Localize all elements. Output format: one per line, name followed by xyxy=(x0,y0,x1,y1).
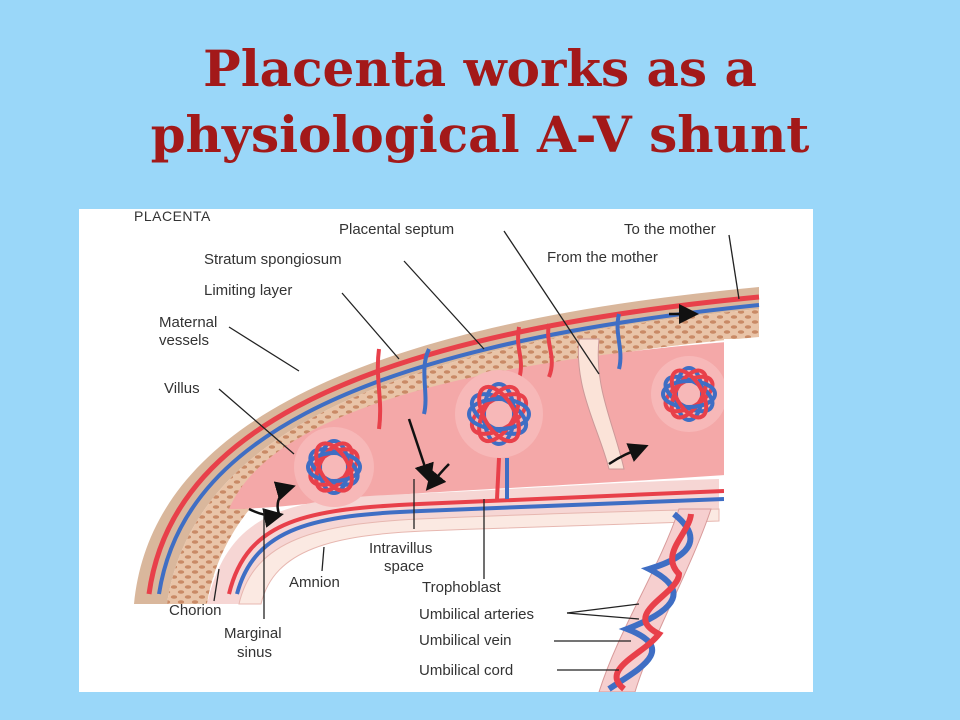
placenta-illustration: PLACENTA Placental septum To the mother … xyxy=(134,209,813,692)
label-limiting-layer: Limiting layer xyxy=(204,282,292,299)
blank-area xyxy=(724,339,813,692)
diagram-heading: PLACENTA xyxy=(134,209,211,224)
amnion-layer xyxy=(238,508,720,605)
label-intravillus-space-line2: space xyxy=(384,558,424,575)
villus-tree xyxy=(651,356,727,432)
label-maternal-vessels-line2: vessels xyxy=(159,332,209,349)
maternal-artery xyxy=(146,294,760,595)
label-trophoblast: Trophoblast xyxy=(422,579,501,596)
spiral-artery xyxy=(375,348,383,430)
label-amnion: Amnion xyxy=(289,574,340,591)
chorionic-artery xyxy=(227,489,725,595)
spiral-artery xyxy=(516,326,523,380)
title-line-1: Placenta works as a xyxy=(203,39,757,98)
label-stratum-spongiosum: Stratum spongiosum xyxy=(204,251,342,268)
placental-septum-shape xyxy=(577,338,625,470)
villus-tree xyxy=(455,370,543,458)
label-to-the-mother: To the mother xyxy=(624,221,716,238)
label-maternal-vessels-line1: Maternal xyxy=(159,314,217,331)
label-marginal-sinus-line1: Marginal xyxy=(224,625,282,642)
maternal-vein-branch xyxy=(422,348,431,415)
flow-arrows xyxy=(248,304,699,528)
villus-stem xyxy=(495,457,501,500)
umbilical-vessels xyxy=(607,511,694,692)
maternal-vein xyxy=(157,303,760,595)
label-umbilical-arteries: Umbilical arteries xyxy=(419,606,534,623)
placenta-diagram: PLACENTA Placental septum To the mother … xyxy=(79,209,813,692)
label-umbilical-cord: Umbilical cord xyxy=(419,662,513,679)
label-villus: Villus xyxy=(164,380,200,397)
label-placental-septum: Placental septum xyxy=(339,221,454,238)
spiral-artery xyxy=(546,323,554,378)
villus-tree xyxy=(294,427,374,507)
label-chorion: Chorion xyxy=(169,602,222,619)
label-marginal-sinus-line2: sinus xyxy=(237,644,272,661)
slide-title: Placenta works as a physiological A-V sh… xyxy=(0,36,960,168)
label-leader-lines xyxy=(213,230,740,671)
chorionic-vein xyxy=(235,497,725,595)
label-intravillus-space-line1: Intravillus xyxy=(369,540,432,557)
title-line-2: physiological A-V shunt xyxy=(150,105,810,164)
label-umbilical-vein: Umbilical vein xyxy=(419,632,512,649)
label-from-the-mother: From the mother xyxy=(547,249,658,266)
maternal-vein-branch xyxy=(615,313,623,370)
